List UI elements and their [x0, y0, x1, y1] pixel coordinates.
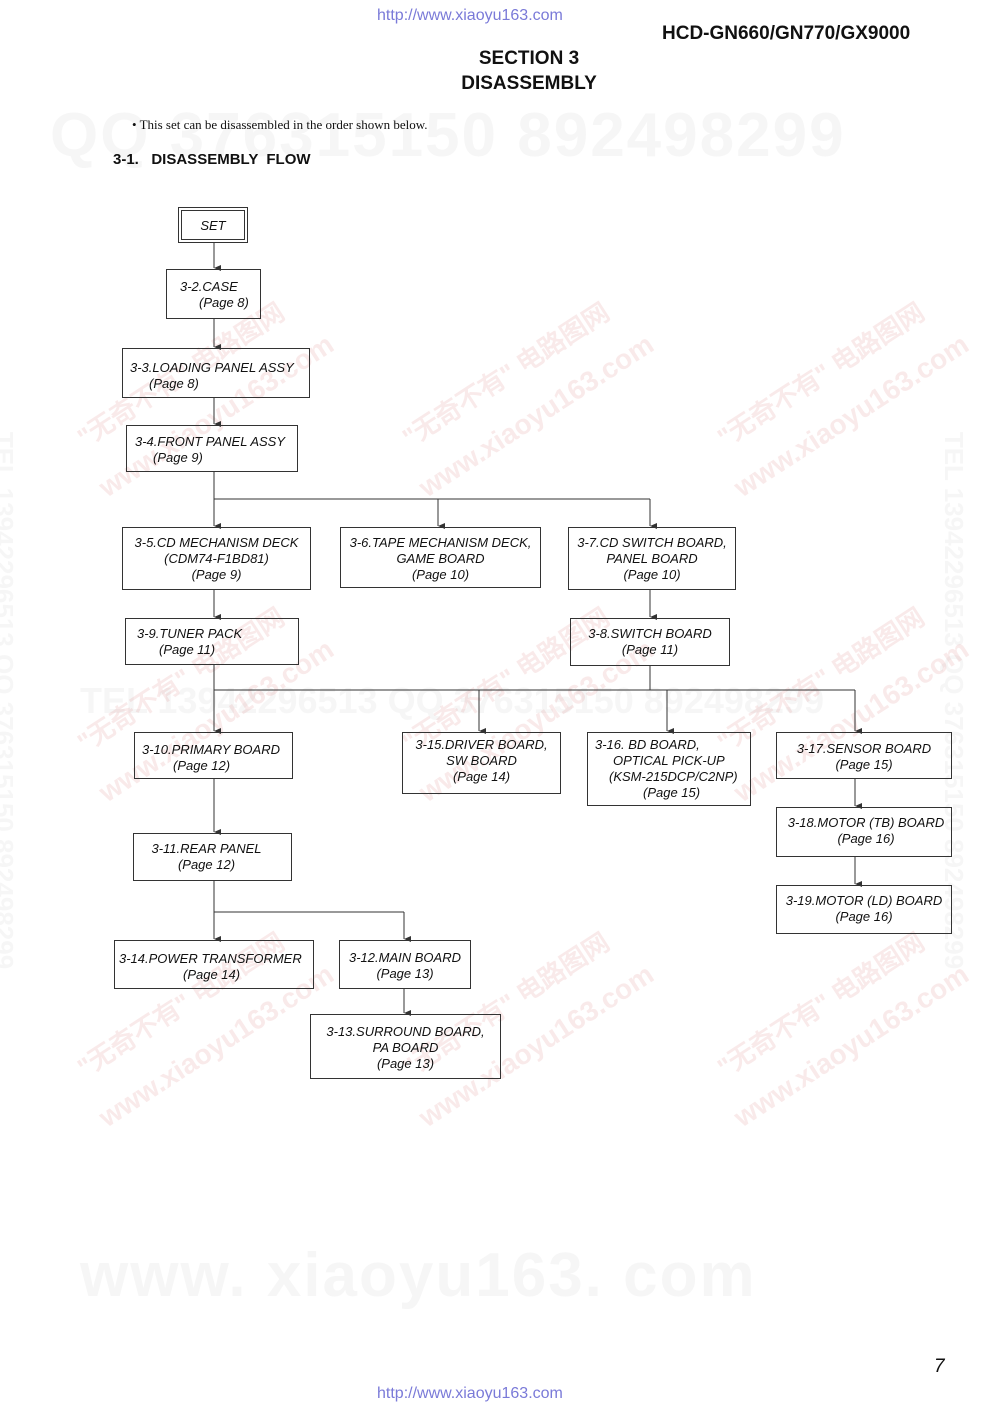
- node-set: SET: [178, 207, 248, 243]
- node-driver-board: 3-15.DRIVER BOARD, SW BOARD (Page 14): [402, 732, 561, 794]
- url-footer[interactable]: http://www.xiaoyu163.com: [377, 1385, 563, 1402]
- intro-note: • This set can be disassembled in the or…: [132, 117, 428, 132]
- node-primary-board-page: (Page 12): [173, 758, 231, 773]
- node-primary-board: 3-10.PRIMARY BOARD (Page 12): [134, 732, 293, 779]
- model-number: HCD-GN660/GN770/GX9000: [662, 23, 911, 44]
- node-tuner-pack-page: (Page 11): [159, 642, 216, 657]
- node-surround-board: 3-13.SURROUND BOARD, PA BOARD (Page 13): [310, 1014, 501, 1079]
- node-cd-mechanism-model: (CDM74-F1BD81): [164, 551, 269, 566]
- node-loading-panel-title: 3-3.LOADING PANEL ASSY: [130, 360, 294, 375]
- section-title: DISASSEMBLY: [461, 73, 597, 94]
- node-tape-mechanism: 3-6.TAPE MECHANISM DECK, GAME BOARD (Pag…: [340, 527, 541, 588]
- watermark-qq-top: QQ 376315150 892498299: [50, 101, 846, 170]
- section-heading: SECTION 3 DISASSEMBLY: [379, 46, 679, 96]
- node-bd-board-title: 3-16. BD BOARD,: [595, 737, 700, 752]
- node-motor-tb-board-title: 3-18.MOTOR (TB) BOARD: [787, 815, 945, 830]
- node-main-board-page: (Page 13): [376, 966, 434, 981]
- watermark-tel-mid: TEL 13942296513 QQ 376315150 892498299: [80, 680, 824, 721]
- node-case: 3-2.CASE (Page 8): [166, 269, 261, 319]
- node-cd-mechanism: 3-5.CD MECHANISM DECK (CDM74-F1BD81) (Pa…: [122, 527, 311, 590]
- node-driver-board-page: (Page 14): [452, 769, 511, 784]
- node-rear-panel: 3-11.REAR PANEL (Page 12): [133, 833, 292, 881]
- node-surround-board-sub: PA BOARD: [372, 1040, 439, 1055]
- node-set-label: SET: [181, 210, 245, 240]
- node-cd-mechanism-page: (Page 9): [191, 567, 242, 582]
- watermark-bottom: www. xiaoyu163. com: [80, 1241, 757, 1310]
- page-number: 7: [934, 1356, 945, 1377]
- node-driver-board-sub: SW BOARD: [446, 753, 517, 768]
- node-front-panel: 3-4.FRONT PANEL ASSY (Page 9): [126, 425, 298, 472]
- node-sensor-board-page: (Page 15): [835, 757, 893, 772]
- node-cd-switch-page: (Page 10): [623, 567, 681, 582]
- node-bd-board-pickup: OPTICAL PICK-UP: [613, 753, 725, 768]
- node-front-panel-page: (Page 9): [153, 450, 203, 465]
- node-sensor-board-title: 3-17.SENSOR BOARD: [796, 741, 932, 756]
- node-tape-mechanism-title: 3-6.TAPE MECHANISM DECK,: [349, 535, 532, 550]
- node-motor-ld-board-title: 3-19.MOTOR (LD) BOARD: [785, 893, 943, 908]
- node-power-transformer-title: 3-14.POWER TRANSFORMER: [119, 951, 302, 966]
- section-number: SECTION 3: [478, 48, 580, 69]
- node-motor-tb-board: 3-18.MOTOR (TB) BOARD (Page 16): [776, 807, 952, 857]
- node-cd-switch-sub: PANEL BOARD: [606, 551, 698, 566]
- node-front-panel-title: 3-4.FRONT PANEL ASSY: [135, 434, 286, 449]
- node-bd-board-model: (KSM-215DCP/C2NP): [609, 769, 738, 784]
- node-switch-board-title: 3-8.SWITCH BOARD: [588, 626, 712, 641]
- node-loading-panel: 3-3.LOADING PANEL ASSY (Page 8): [122, 348, 310, 398]
- node-bd-board: 3-16. BD BOARD, OPTICAL PICK-UP (KSM-215…: [587, 732, 751, 806]
- node-surround-board-title: 3-13.SURROUND BOARD,: [326, 1024, 485, 1039]
- node-cd-switch-title: 3-7.CD SWITCH BOARD,: [577, 535, 727, 550]
- node-main-board: 3-12.MAIN BOARD (Page 13): [339, 940, 471, 989]
- node-tape-mechanism-page: (Page 10): [411, 567, 470, 582]
- node-switch-board: 3-8.SWITCH BOARD (Page 11): [570, 618, 730, 666]
- node-driver-board-title: 3-15.DRIVER BOARD,: [415, 737, 548, 752]
- node-tuner-pack-title: 3-9.TUNER PACK: [137, 626, 243, 641]
- node-motor-ld-board-page: (Page 16): [835, 909, 893, 924]
- node-tape-mechanism-sub: GAME BOARD: [396, 551, 485, 566]
- node-loading-panel-page: (Page 8): [149, 376, 199, 391]
- node-case-title: 3-2.CASE: [180, 279, 238, 294]
- url-header[interactable]: http://www.xiaoyu163.com: [377, 7, 563, 24]
- node-rear-panel-title: 3-11.REAR PANEL: [151, 841, 262, 856]
- node-surround-board-page: (Page 13): [376, 1056, 435, 1071]
- node-cd-switch: 3-7.CD SWITCH BOARD, PANEL BOARD (Page 1…: [568, 527, 736, 590]
- node-motor-ld-board: 3-19.MOTOR (LD) BOARD (Page 16): [776, 885, 952, 934]
- node-power-transformer: 3-14.POWER TRANSFORMER (Page 14): [114, 940, 314, 989]
- node-motor-tb-board-page: (Page 16): [837, 831, 895, 846]
- node-switch-board-page: (Page 11): [621, 642, 679, 657]
- node-case-page: (Page 8): [199, 295, 249, 310]
- node-tuner-pack: 3-9.TUNER PACK (Page 11): [125, 618, 299, 665]
- node-main-board-title: 3-12.MAIN BOARD: [349, 950, 461, 965]
- node-rear-panel-page: (Page 12): [177, 857, 236, 872]
- node-power-transformer-page: (Page 14): [183, 967, 241, 982]
- node-bd-board-page: (Page 15): [643, 785, 701, 800]
- flow-title: 3-1. DISASSEMBLY FLOW: [113, 151, 311, 168]
- node-primary-board-title: 3-10.PRIMARY BOARD: [142, 742, 280, 757]
- node-sensor-board: 3-17.SENSOR BOARD (Page 15): [776, 732, 952, 779]
- node-cd-mechanism-title: 3-5.CD MECHANISM DECK: [134, 535, 299, 550]
